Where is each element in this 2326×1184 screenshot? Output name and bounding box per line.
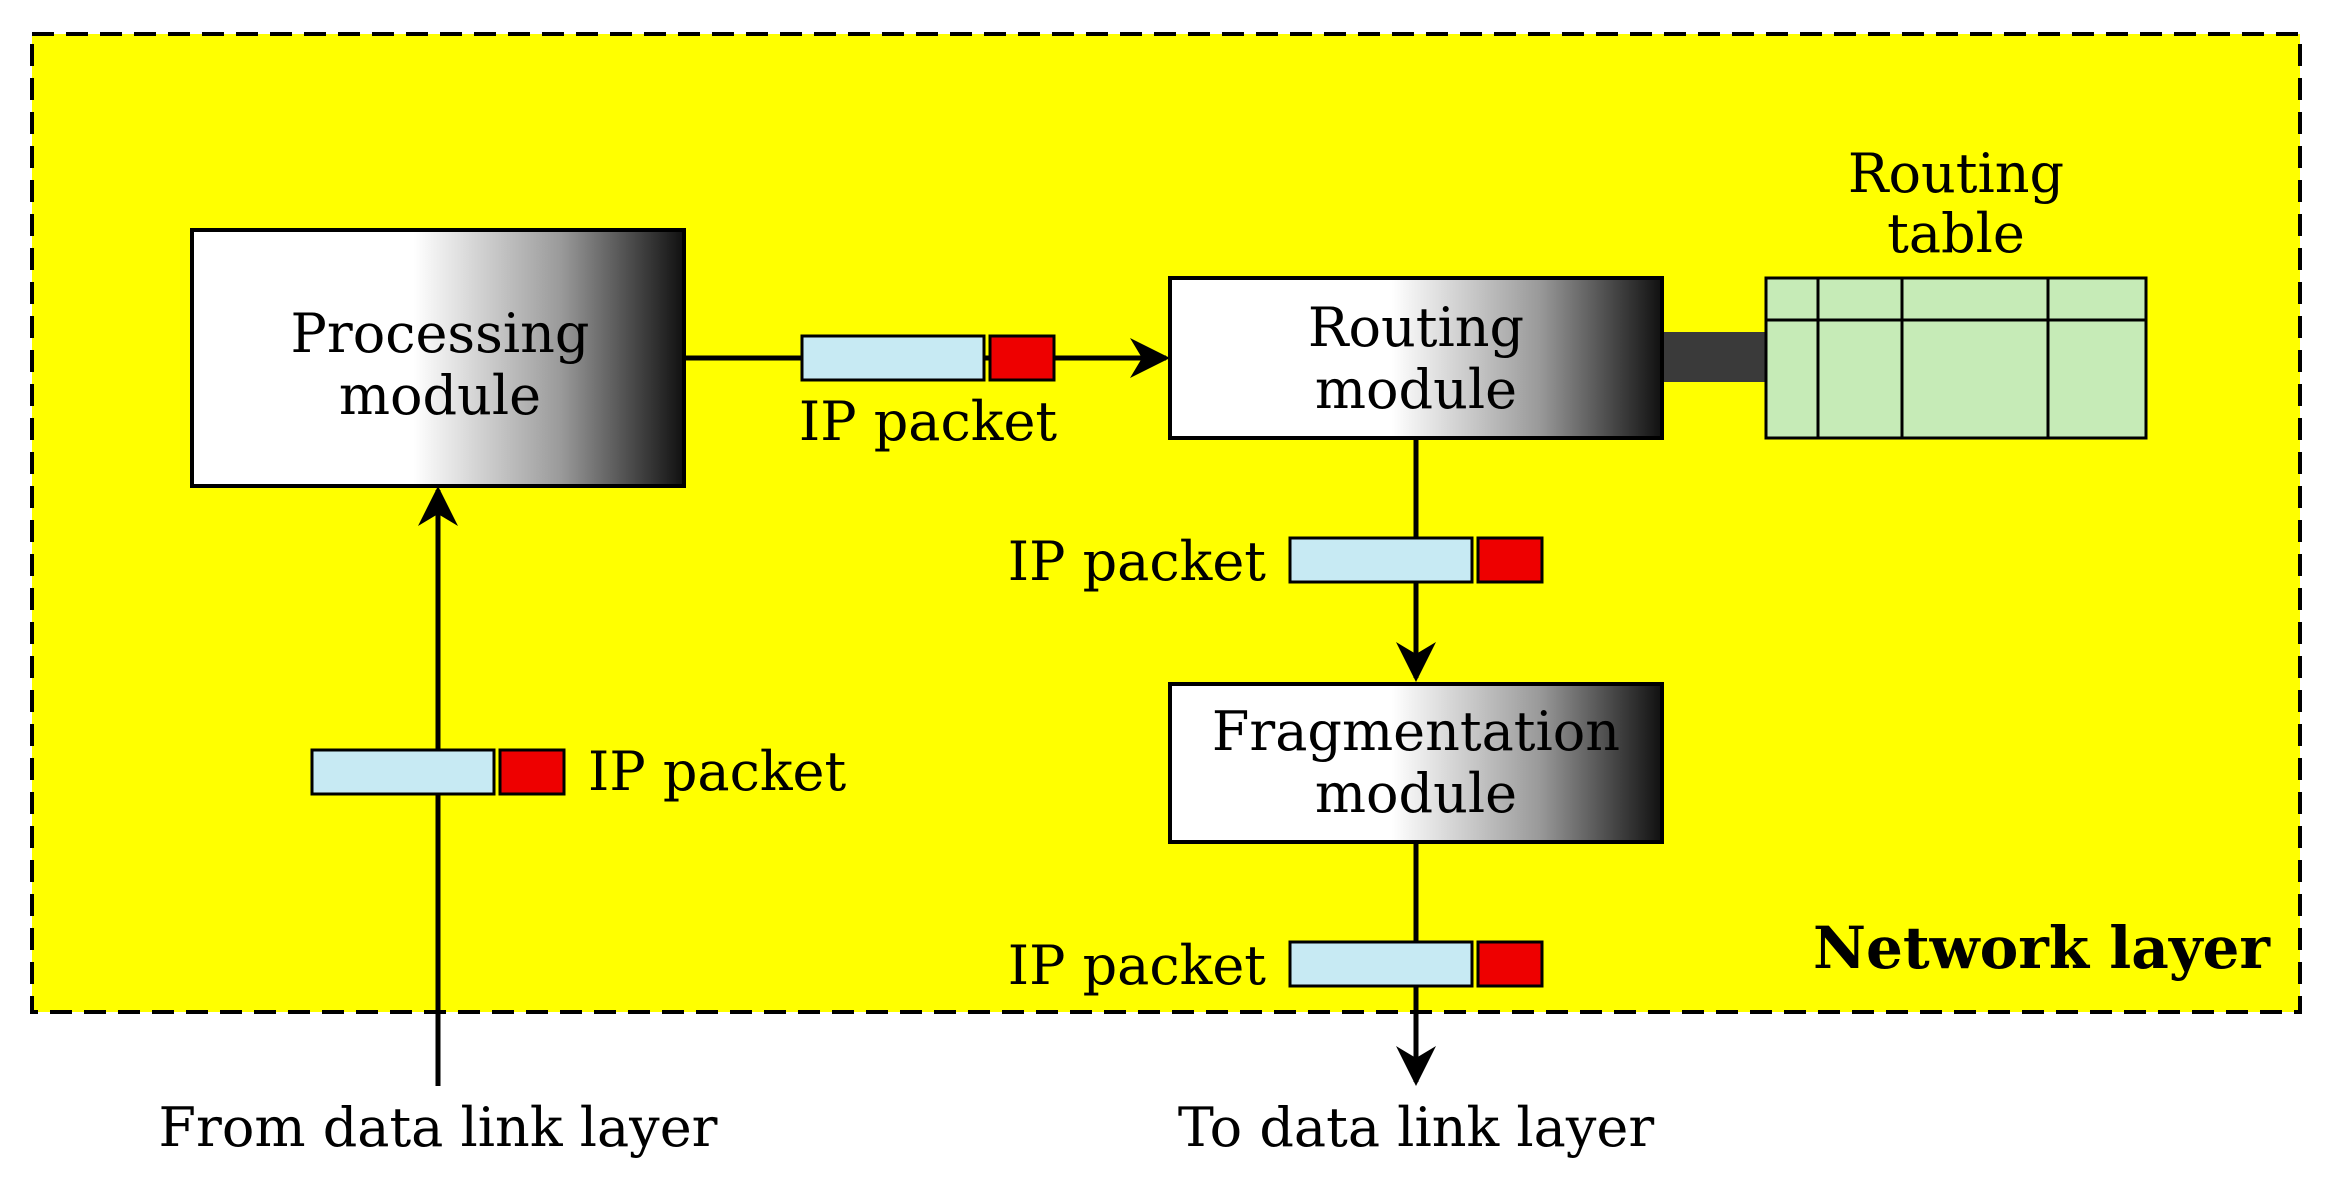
routing-table-connector (1660, 332, 1766, 382)
from-data-link-layer-label: From data link layer (159, 1096, 718, 1159)
routing-module-label-line2: module (1315, 358, 1517, 421)
ip-packet-to-fragmentation-label: IP packet (1008, 530, 1267, 593)
routing-module-label-line1: Routing (1308, 296, 1524, 359)
ip-packet-outgoing-label: IP packet (1008, 934, 1267, 997)
ip-packet-to-routing: IP packet (799, 334, 1058, 453)
ip-packet-to-routing-label: IP packet (799, 390, 1058, 453)
network-layer-label: Network layer (1813, 914, 2271, 982)
routing-table-label-line1: Routing (1848, 142, 2064, 205)
routing-table-label-line2: table (1887, 202, 2025, 265)
routing-table: Routing table (1764, 142, 2148, 440)
fragmentation-module-label-line1: Fragmentation (1212, 700, 1620, 763)
ip-packet-incoming: IP packet (310, 740, 847, 803)
ip-packet-to-fragmentation: IP packet (1008, 530, 1544, 593)
ip-packet-incoming-label: IP packet (588, 740, 847, 803)
processing-module: Processing module (190, 228, 686, 488)
ip-packet-outgoing: IP packet (1008, 934, 1544, 997)
to-data-link-layer-label: To data link layer (1178, 1096, 1654, 1159)
processing-module-label-line2: module (339, 364, 541, 427)
fragmentation-module-label-line2: module (1315, 762, 1517, 825)
routing-module: Routing module (1168, 276, 1664, 440)
fragmentation-module: Fragmentation module (1168, 682, 1664, 844)
network-layer-region (30, 32, 2302, 1014)
processing-module-label-line1: Processing (291, 302, 590, 365)
